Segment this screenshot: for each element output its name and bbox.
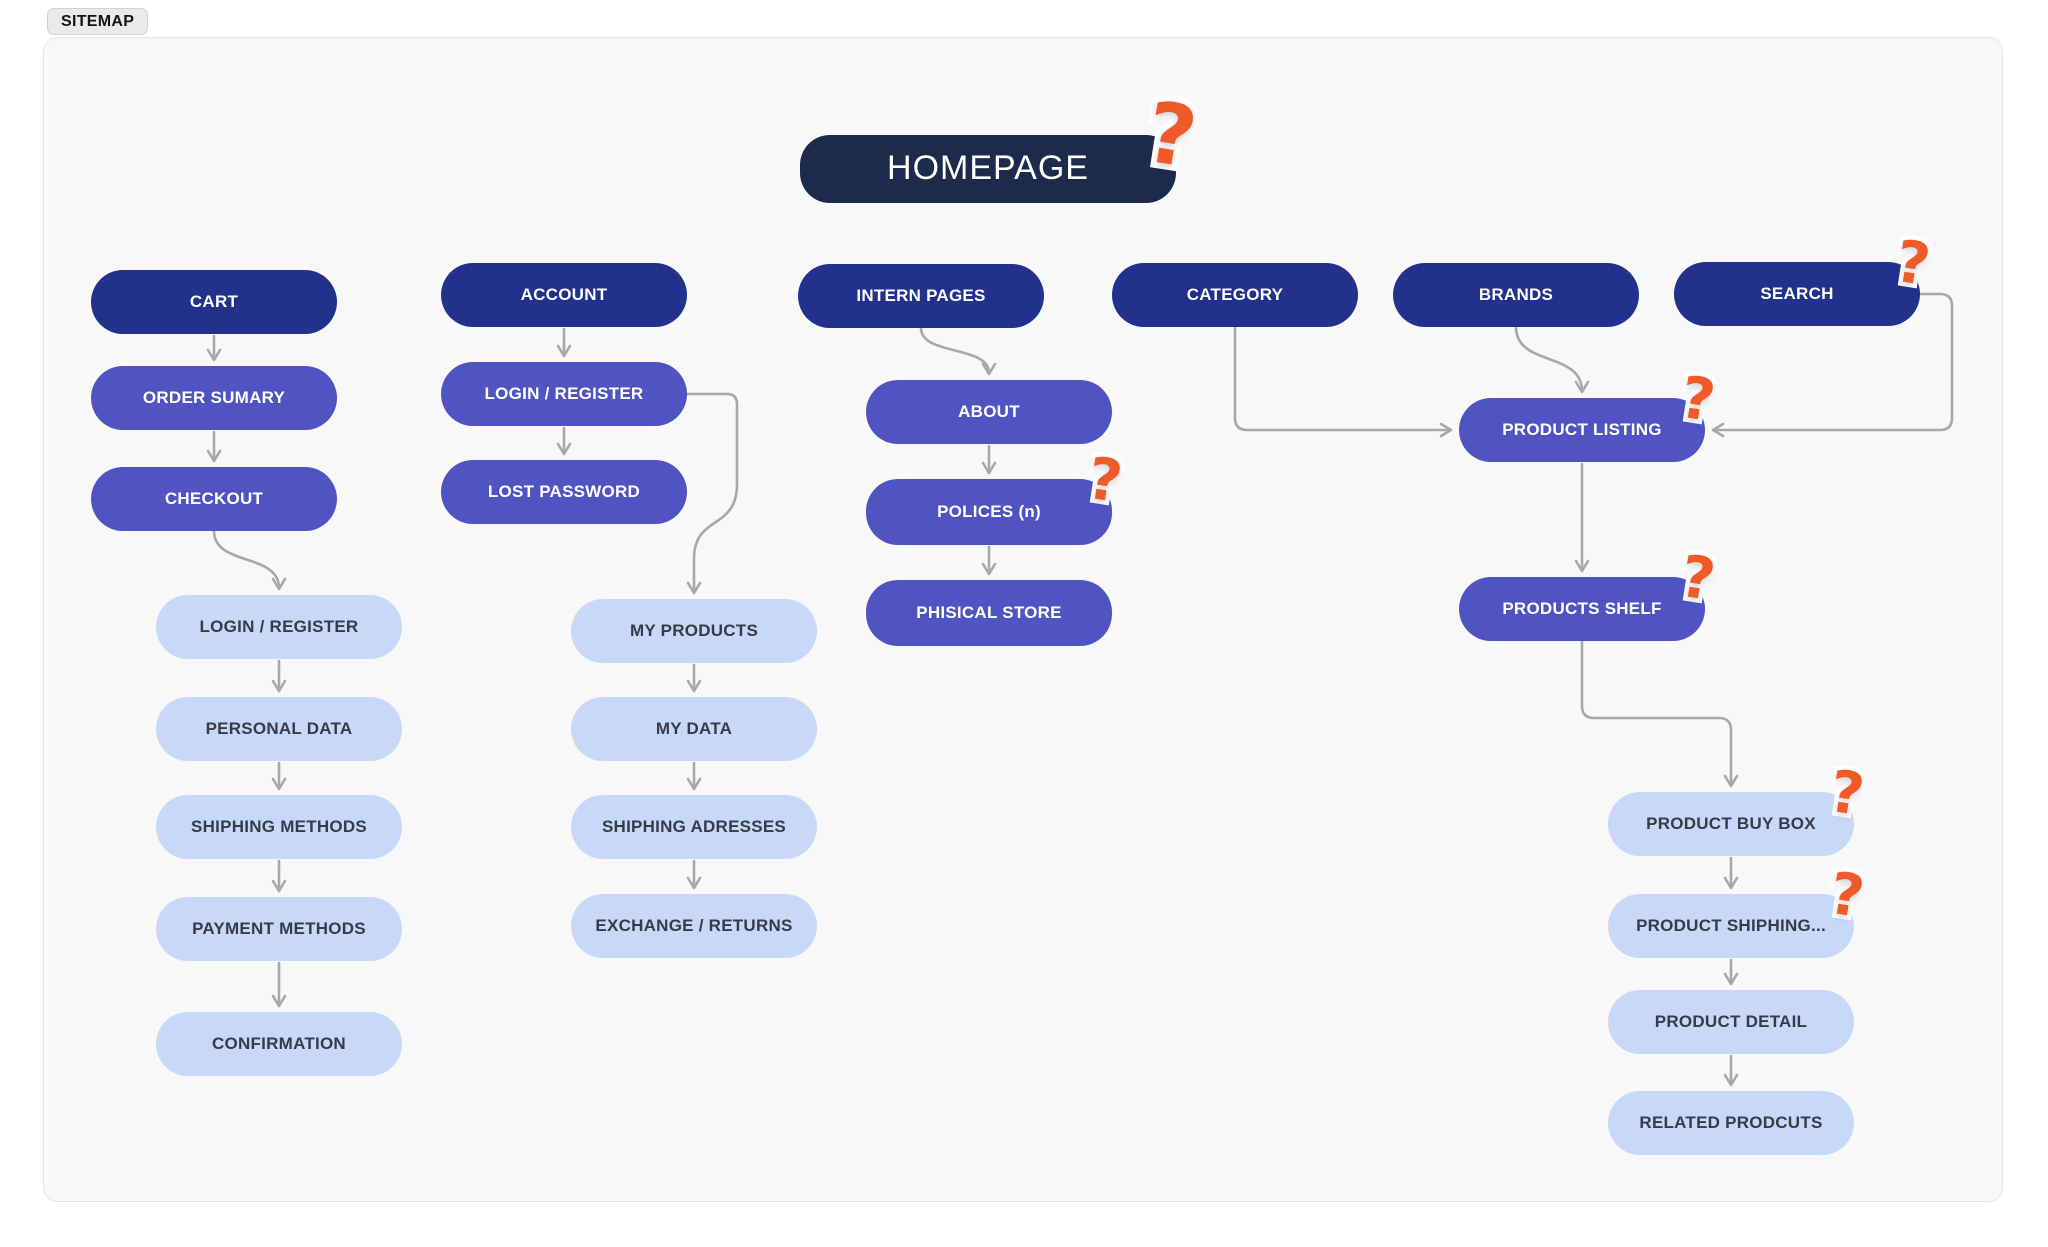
node-confirmation[interactable]: CONFIRMATION (156, 1012, 402, 1076)
node-label: MY DATA (655, 718, 733, 738)
node-personal-data[interactable]: PERSONAL DATA (156, 697, 402, 761)
node-checkout[interactable]: CHECKOUT (91, 467, 337, 531)
node-my-data[interactable]: MY DATA (571, 697, 817, 761)
node-homepage[interactable]: HOMEPAGE? (800, 77, 1209, 203)
node-account[interactable]: ACCOUNT (441, 263, 687, 327)
node-label: CATEGORY (1186, 284, 1284, 304)
node-label: ACCOUNT (520, 284, 608, 304)
node-about[interactable]: ABOUT (866, 380, 1112, 444)
node-label: HOMEPAGE (887, 149, 1089, 188)
node-label: MY PRODUCTS (629, 620, 759, 640)
node-my-products[interactable]: MY PRODUCTS (571, 599, 817, 663)
node-label: PHISICAL STORE (916, 602, 1062, 622)
node-product-shiphing[interactable]: PRODUCT SHIPHING...? (1608, 854, 1874, 958)
node-related-prodcuts[interactable]: RELATED PRODCUTS (1608, 1091, 1854, 1155)
node-search[interactable]: SEARCH? (1674, 222, 1940, 326)
node-label: PERSONAL DATA (205, 718, 353, 738)
node-label: PRODUCTS SHELF (1502, 598, 1662, 618)
node-label: EXCHANGE / RETURNS (595, 915, 793, 935)
node-label: BRANDS (1478, 284, 1554, 304)
node-brands[interactable]: BRANDS (1393, 263, 1639, 327)
node-label: PRODUCT DETAIL (1654, 1011, 1808, 1031)
node-exchange-returns[interactable]: EXCHANGE / RETURNS (571, 894, 817, 958)
node-product-buy-box[interactable]: PRODUCT BUY BOX? (1608, 752, 1874, 856)
node-products-shelf[interactable]: PRODUCTS SHELF? (1459, 537, 1725, 641)
node-cart[interactable]: CART (91, 270, 337, 334)
node-label: PRODUCT SHIPHING... (1636, 915, 1826, 935)
node-intern-pages[interactable]: INTERN PAGES (798, 264, 1044, 328)
node-category[interactable]: CATEGORY (1112, 263, 1358, 327)
node-label: RELATED PRODCUTS (1639, 1112, 1823, 1132)
node-label: LOGIN / REGISTER (199, 616, 359, 636)
node-label: ABOUT (958, 401, 1020, 421)
node-polices[interactable]: POLICES (n)? (866, 439, 1132, 545)
node-label: INTERN PAGES (856, 285, 986, 305)
node-shiphing-adresses[interactable]: SHIPHING ADRESSES (571, 795, 817, 859)
node-login-register[interactable]: LOGIN / REGISTER (441, 362, 687, 426)
sitemap-section-chip[interactable]: SITEMAP (47, 8, 149, 35)
node-product-listing[interactable]: PRODUCT LISTING? (1459, 358, 1725, 462)
node-label: CART (189, 291, 239, 311)
node-label: SHIPHING METHODS (191, 816, 367, 836)
node-label: LOST PASSWORD (487, 481, 641, 501)
node-shiphing-methods[interactable]: SHIPHING METHODS (156, 795, 402, 859)
node-label: POLICES (n) (937, 501, 1041, 521)
node-phisical-store[interactable]: PHISICAL STORE (866, 580, 1112, 646)
node-product-detail[interactable]: PRODUCT DETAIL (1608, 990, 1854, 1054)
node-payment-methods[interactable]: PAYMENT METHODS (156, 897, 402, 961)
node-label: CHECKOUT (164, 488, 264, 508)
node-label: LOGIN / REGISTER (484, 383, 644, 403)
node-label: PRODUCT LISTING (1502, 419, 1662, 439)
node-label: CONFIRMATION (212, 1033, 346, 1053)
node-order-sumary[interactable]: ORDER SUMARY (91, 366, 337, 430)
node-label: SHIPHING ADRESSES (601, 816, 787, 836)
node-login-register-checkout[interactable]: LOGIN / REGISTER (156, 595, 402, 659)
node-label: ORDER SUMARY (142, 387, 286, 407)
node-label: SEARCH (1760, 283, 1834, 303)
node-label: PRODUCT BUY BOX (1646, 813, 1816, 833)
node-lost-password[interactable]: LOST PASSWORD (441, 460, 687, 524)
node-label: PAYMENT METHODS (192, 918, 366, 938)
